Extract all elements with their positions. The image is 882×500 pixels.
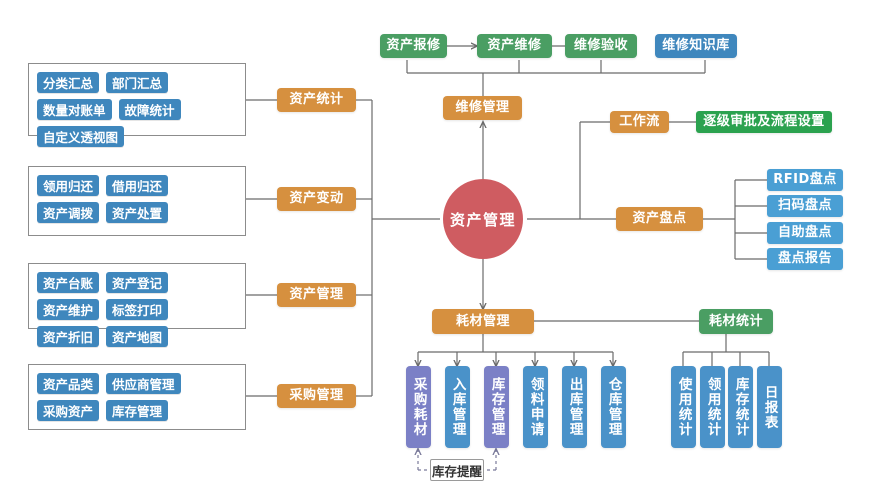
node-label: 领料申请 [527,377,544,437]
node-label: 逐级审批及流程设置 [703,114,825,130]
consumable-warehouse[interactable]: 仓库管理 [601,366,626,448]
inventory-check-self-service[interactable]: 自助盘点 [767,222,843,244]
consumable-requisition[interactable]: 领料申请 [523,366,548,448]
repair-flow-acceptance[interactable]: 维修验收 [565,34,637,58]
group-box-asset-statistics: 分类汇总 部门汇总 数量对账单 故障统计 自定义透视图 [28,63,246,147]
branch-label: 资产管理 [289,287,344,303]
tag-item[interactable]: 借用归还 [106,175,169,196]
node-label: 资产维修 [487,38,542,54]
consumable-outbound[interactable]: 出库管理 [562,366,587,448]
tag-item[interactable]: 供应商管理 [106,373,181,394]
group-box-asset-management: 资产台账 资产登记 资产维护 标签打印 资产折旧 资产地图 [28,263,246,347]
consumable-stock[interactable]: 库存管理 [484,366,509,448]
tag-item[interactable]: 资产品类 [37,373,100,394]
tag-item[interactable]: 资产调拨 [37,202,100,223]
branch-label: 耗材统计 [708,313,763,329]
inventory-check-report[interactable]: 盘点报告 [767,248,843,270]
node-label: RFID盘点 [773,172,837,188]
stat-stock[interactable]: 库存统计 [728,366,753,448]
tag-item[interactable]: 资产维护 [37,299,100,320]
branch-asset-statistics[interactable]: 资产统计 [277,88,356,112]
hub-label: 资产管理 [449,210,516,229]
branch-label: 资产盘点 [632,211,687,227]
node-label: 自助盘点 [777,225,832,241]
tag-item[interactable]: 资产处置 [106,202,169,223]
node-label: 使用统计 [675,377,692,437]
group-box-procurement: 资产品类 供应商管理 采购资产 库存管理 [28,364,246,430]
branch-label: 维修管理 [455,100,510,116]
group-box-asset-change: 领用归还 借用归还 资产调拨 资产处置 [28,166,246,236]
tag-item[interactable]: 故障统计 [118,99,181,120]
branch-repair-management[interactable]: 维修管理 [443,96,522,120]
node-label: 库存统计 [732,377,749,437]
tag-item[interactable]: 领用归还 [37,175,100,196]
stat-requisition[interactable]: 领用统计 [700,366,725,448]
node-label: 库存提醒 [431,463,482,479]
tag-item[interactable]: 资产地图 [106,326,169,347]
branch-label: 工作流 [619,114,660,130]
branch-consumables-management[interactable]: 耗材管理 [432,309,534,334]
stat-usage[interactable]: 使用统计 [671,366,696,448]
node-label: 出库管理 [566,377,583,437]
branch-asset-change[interactable]: 资产变动 [277,187,356,211]
branch-inventory-check[interactable]: 资产盘点 [616,207,703,231]
tag-item[interactable]: 资产登记 [106,272,169,293]
repair-flow-report[interactable]: 资产报修 [380,34,447,58]
tag-item[interactable]: 数量对账单 [37,99,112,120]
node-label: 盘点报告 [777,251,832,267]
stock-alert-box[interactable]: 库存提醒 [430,459,484,481]
branch-label: 资产统计 [289,92,344,108]
node-label: 维修知识库 [662,38,730,54]
repair-flow-repair[interactable]: 资产维修 [477,34,552,58]
inventory-check-rfid[interactable]: RFID盘点 [767,169,843,191]
hub-asset-management[interactable]: 资产管理 [443,179,523,259]
node-label: 扫码盘点 [777,198,832,214]
branch-label: 耗材管理 [455,313,510,329]
consumable-purchase[interactable]: 采购耗材 [406,366,431,448]
tag-item[interactable]: 分类汇总 [37,72,100,93]
tag-item[interactable]: 资产台账 [37,272,100,293]
stat-daily-report[interactable]: 日报表 [757,366,782,448]
tag-item[interactable]: 自定义透视图 [37,126,125,147]
consumable-inbound[interactable]: 入库管理 [445,366,470,448]
branch-workflow[interactable]: 工作流 [610,111,669,133]
branch-consumable-statistics[interactable]: 耗材统计 [699,309,773,334]
node-label: 采购耗材 [410,377,427,437]
branch-procurement[interactable]: 采购管理 [277,384,356,408]
node-label: 资产报修 [386,38,441,54]
workflow-approval-settings[interactable]: 逐级审批及流程设置 [696,111,832,133]
tag-item[interactable]: 库存管理 [106,400,169,421]
inventory-check-scan[interactable]: 扫码盘点 [767,195,843,217]
node-label: 入库管理 [449,377,466,437]
branch-label: 采购管理 [289,388,344,404]
node-label: 领用统计 [704,377,721,437]
tag-item[interactable]: 采购资产 [37,400,100,421]
branch-label: 资产变动 [289,191,344,207]
repair-knowledge-base[interactable]: 维修知识库 [655,34,737,58]
tag-item[interactable]: 标签打印 [106,299,169,320]
tag-item[interactable]: 资产折旧 [37,326,100,347]
node-label: 仓库管理 [605,377,622,437]
node-label: 库存管理 [488,377,505,437]
node-label: 维修验收 [573,38,628,54]
branch-asset-management[interactable]: 资产管理 [277,283,356,307]
tag-item[interactable]: 部门汇总 [106,72,169,93]
node-label: 日报表 [761,384,778,430]
